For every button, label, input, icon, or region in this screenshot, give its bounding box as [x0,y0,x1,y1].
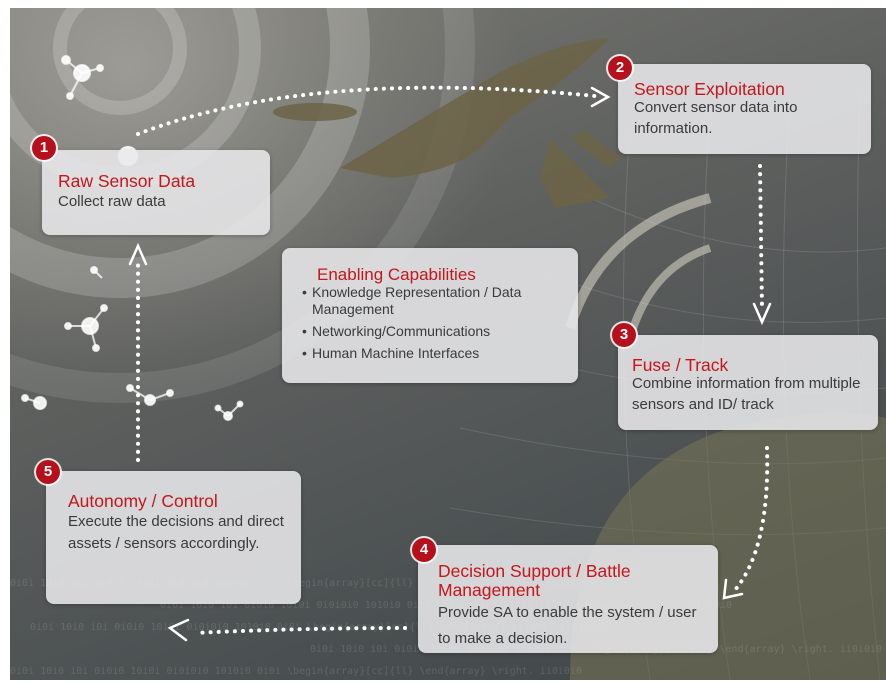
arrow-4-to-5 [193,626,407,635]
step-description: Execute the decisions and direct assets … [68,513,284,552]
diagram-canvas: 0i0i 10i0 i0i 0i0i0 10i0i 0i0i0i0 1010i0… [10,8,886,680]
enabling-item: Networking/Communications [282,323,577,340]
arrowhead-2 [590,86,611,108]
step-number-badge: 4 [412,538,436,562]
step-title: Fuse / Track [632,355,729,375]
step-description: Convert sensor data into information. [634,99,798,137]
step-title: Sensor Exploitation [634,79,785,99]
step-description: Collect raw data [58,193,166,210]
step-card-decision-support: Decision Support / Battle Management Pro… [418,545,718,653]
step-number-badge: 5 [36,460,60,484]
arrowhead-3 [752,302,772,326]
step-card-autonomy-control: Autonomy / Control Execute the decisions… [46,471,301,604]
step-description: Provide SA to enable the system / user t… [438,604,697,647]
enabling-item: Human Machine Interfaces [282,345,577,362]
arrowhead-1 [128,242,148,266]
enabling-item: Knowledge Representation / Data Manageme… [282,284,577,318]
step-number-badge: 2 [608,56,632,80]
step-description: Combine information from multiple sensor… [632,375,861,413]
step-title: Raw Sensor Data [58,171,196,191]
enabling-list: Knowledge Representation / Data Manageme… [282,284,577,367]
step-number-badge: 1 [32,136,56,160]
step-card-raw-sensor-data: Raw Sensor Data Collect raw data [42,150,270,235]
flow-arrows [136,85,770,635]
step-number-badge: 3 [612,323,636,347]
arrow-heads [128,86,772,642]
step-card-sensor-exploitation: Sensor Exploitation Convert sensor data … [618,64,871,154]
step-card-fuse-track: Fuse / Track Combine information from mu… [618,335,878,430]
arrowhead-5 [167,618,190,642]
aircraft-silhouette [273,38,620,208]
step-title: Decision Support / Battle Management [438,561,631,600]
arrowhead-4 [722,578,744,600]
enabling-capabilities-card: Enabling Capabilities Knowledge Represen… [282,248,578,383]
radar-arcs [565,193,712,340]
arrow-2-to-3 [758,164,764,310]
molecule-nodes [21,55,244,421]
step-title: Autonomy / Control [68,491,218,511]
enabling-title: Enabling Capabilities [317,265,476,284]
